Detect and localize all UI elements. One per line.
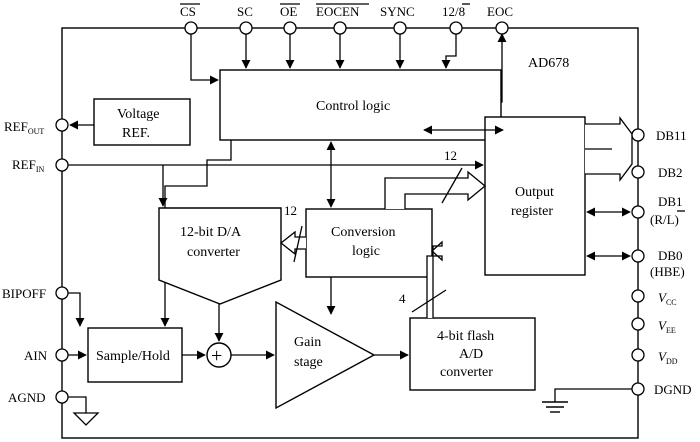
- pin-label-db0: DB0: [658, 248, 683, 263]
- wire-bipoff: [68, 292, 85, 327]
- conversion-label-2: logic: [352, 244, 380, 259]
- chip-outline: [61, 27, 639, 439]
- chip-name: AD678: [528, 56, 569, 71]
- dac-label-2: converter: [187, 245, 240, 260]
- flash-label-2: A/D: [459, 347, 483, 362]
- pin-label-db1: DB1: [658, 194, 683, 209]
- gain-label-1: Gain: [294, 335, 321, 350]
- gain-label-2: stage: [294, 355, 323, 370]
- pin-sc: [239, 21, 253, 35]
- pin-dgnd: [631, 382, 645, 396]
- pin-eocen: [333, 21, 347, 35]
- summer-symbol: +: [211, 345, 222, 367]
- pin-label-dgnd: DGND: [654, 382, 692, 397]
- pin-label-eocen: EOCEN: [316, 4, 360, 19]
- pin-db0: [631, 249, 645, 263]
- voltage-ref-label-2: REF.: [122, 126, 150, 141]
- flash-label-3: converter: [440, 365, 493, 380]
- pin-vcc: [631, 289, 645, 303]
- pin-ain: [55, 348, 69, 362]
- pin-label-vee: VEE: [658, 318, 676, 335]
- pin-ref-in: [55, 158, 69, 172]
- output-register-block: [484, 116, 586, 276]
- bus-output-label: 12: [444, 148, 457, 163]
- pin-sync: [393, 21, 407, 35]
- pin-vdd: [631, 348, 645, 362]
- dac-label-1: 12-bit D/A: [180, 225, 242, 240]
- pin-agnd: [55, 390, 69, 404]
- bus-flash-to-conversion: [426, 240, 443, 318]
- pin-12-8: [449, 21, 463, 35]
- pin-vee: [631, 317, 645, 331]
- pin-label-sc: SC: [237, 4, 253, 19]
- bus-output-slash: [441, 167, 463, 204]
- flash-adc-block: [409, 317, 536, 391]
- pin-label-vcc: VCC: [658, 290, 677, 307]
- pin-label-cs: CS: [180, 4, 196, 19]
- pin-label-db1-sub: (R/L): [650, 212, 679, 227]
- pin-label-ref-in: REFIN: [12, 157, 45, 174]
- sample-hold-label: Sample/Hold: [96, 349, 170, 364]
- pin-oe: [283, 21, 297, 35]
- pin-label-oe: OE: [280, 4, 297, 19]
- voltage-ref-label-1: Voltage: [117, 107, 160, 122]
- pin-label-ain: AIN: [24, 348, 48, 363]
- bus-dac-label: 12: [284, 203, 297, 218]
- pin-ref-out: [55, 118, 69, 132]
- pin-label-agnd: AGND: [8, 390, 46, 405]
- output-label-2: register: [511, 204, 553, 219]
- conversion-logic-block: [305, 208, 433, 278]
- pin-label-ref-out: REFOUT: [4, 119, 44, 136]
- flash-label-1: 4-bit flash: [437, 329, 494, 344]
- pin-db2: [631, 165, 645, 179]
- pin-cs: [184, 21, 198, 35]
- pin-label-db0-sub: (HBE): [650, 264, 685, 279]
- voltage-ref-block: [93, 98, 191, 146]
- output-label-1: Output: [515, 185, 554, 200]
- pin-bipoff: [55, 286, 69, 300]
- wire-eoc: [497, 33, 507, 103]
- conversion-label-1: Conversion: [331, 225, 396, 240]
- dac-block: [158, 207, 282, 305]
- agnd-ground-icon: [72, 412, 100, 426]
- dgnd-ground-icon: [542, 401, 568, 413]
- wire-cs: [190, 34, 219, 85]
- pin-label-db2: DB2: [658, 165, 683, 180]
- bus-conversion-to-output: [384, 170, 487, 209]
- pin-label-db11: DB11: [656, 128, 687, 143]
- bus-dac-slash: [293, 225, 303, 263]
- bus-flash-label: 4: [399, 291, 406, 306]
- control-logic-label: Control logic: [316, 99, 390, 114]
- gain-stage-block: [275, 300, 376, 410]
- pin-db1: [631, 205, 645, 219]
- bus-conversion-to-dac: [279, 230, 306, 256]
- pin-eoc: [495, 21, 509, 35]
- pin-label-12-8: 12/8: [442, 4, 465, 19]
- wire-agnd: [68, 396, 87, 413]
- wire-dgnd: [554, 388, 632, 402]
- wire-12-8: [441, 34, 457, 69]
- pin-label-bipoff: BIPOFF: [2, 286, 46, 301]
- pin-label-eoc: EOC: [487, 4, 513, 19]
- pin-label-sync: SYNC: [380, 4, 415, 19]
- bus-flash-slash: [411, 289, 447, 313]
- pin-label-vdd: VDD: [658, 349, 678, 366]
- sample-hold-block: [87, 327, 183, 383]
- pin-db11: [631, 128, 645, 142]
